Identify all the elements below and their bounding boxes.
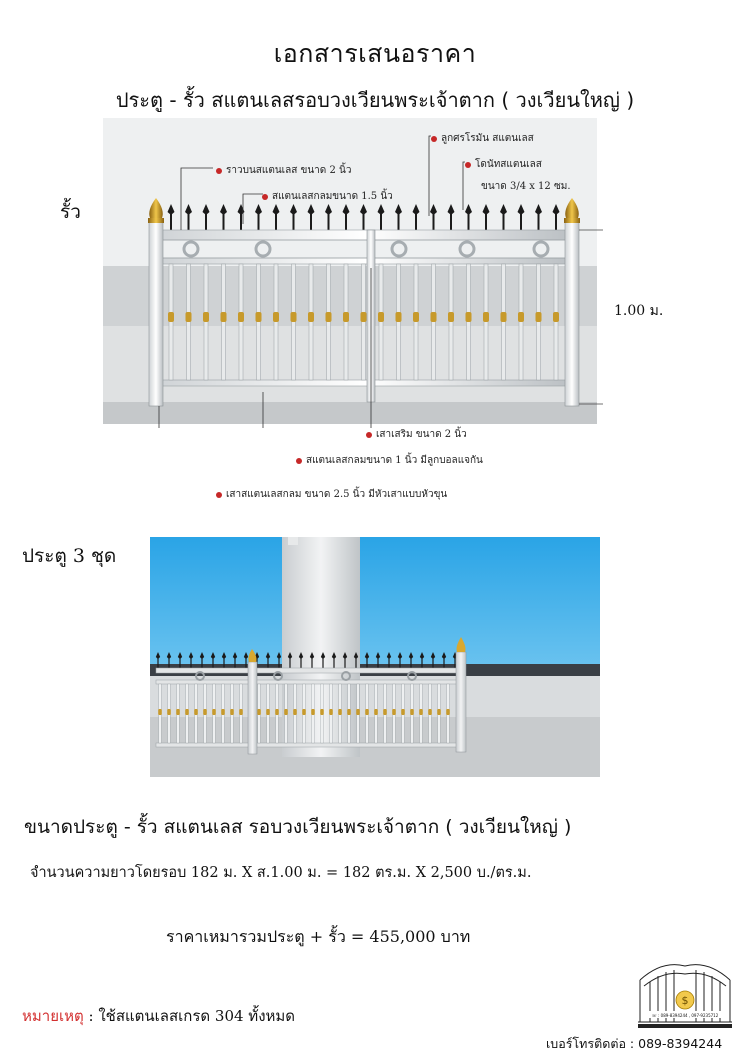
red-dot-icon (216, 491, 222, 498)
callout-donut: โดนัทสแตนเลส (465, 157, 542, 172)
gate-render (150, 537, 600, 777)
fence-illustration (103, 118, 603, 428)
red-dot-icon (216, 167, 222, 174)
document-title: เอกสารเสนอราคา (273, 39, 477, 68)
note: หมายเหตุ : ใช้สแตนเลสเกรด 304 ทั้งหมด (22, 1004, 295, 1028)
callout-top-rail: ราวบนสแตนเลส ขนาด 2 นิ้ว (216, 163, 351, 178)
callout-round-tube-15: สแตนเลสกลมขนาด 1.5 นิ้ว (262, 189, 393, 204)
red-dot-icon (431, 135, 437, 142)
fence-label: รั้ว (60, 201, 81, 223)
company-logo: $ ☏ : 089-8394244 , 097-9235712 (638, 964, 732, 1028)
callout-extra-post: เสาเสริม ขนาด 2 นิ้ว (366, 427, 467, 442)
contact-phone: เบอร์โทรติดต่อ : 089-8394244 (546, 1036, 723, 1051)
dollar-icon: $ (682, 994, 689, 1007)
note-label: หมายเหตุ (22, 1007, 84, 1025)
callout-roman-spear: ลูกศรโรมัน สแตนเลส (431, 131, 534, 146)
fence-height-label: 1.00 ม. (614, 303, 664, 319)
red-dot-icon (366, 431, 372, 438)
document-subtitle: ประตู - รั้ว สแตนเลสรอบวงเวียนพระเจ้าตาก… (115, 88, 635, 112)
red-dot-icon (262, 193, 268, 200)
red-dot-icon (296, 457, 302, 464)
red-dot-icon (465, 161, 471, 168)
logo-phones: ☏ : 089-8394244 , 097-9235712 (652, 1013, 719, 1018)
callout-main-post: เสาสแตนเลสกลม ขนาด 2.5 นิ้ว มีหัวเสาแบบห… (216, 487, 447, 502)
note-text: : ใช้สแตนเลสเกรด 304 ทั้งหมด (83, 1007, 296, 1025)
summary-title: ขนาดประตู - รั้ว สแตนเลส รอบวงเวียนพระเจ… (24, 816, 572, 838)
callout-donut-size: ขนาด 3/4 x 12 ซม. (481, 181, 571, 192)
total-price: ราคาเหมารวมประตู + รั้ว = 455,000 บาท (166, 927, 471, 946)
gate-label: ประตู 3 ชุด (22, 545, 117, 567)
calculation-line: จำนวนความยาวโดยรอบ 182 ม. X ส.1.00 ม. = … (30, 865, 532, 881)
callout-round-tube-1: สแตนเลสกลมขนาด 1 นิ้ว มีลูกบอลแจกัน (296, 453, 483, 468)
